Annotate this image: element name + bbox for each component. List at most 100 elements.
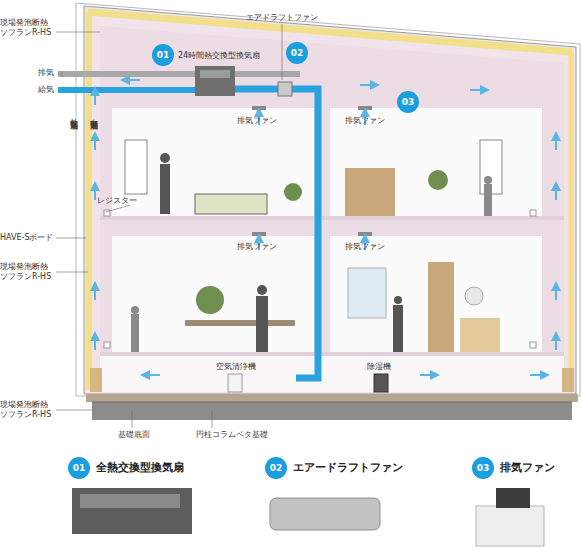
leader-line — [212, 410, 213, 428]
desk — [345, 168, 395, 216]
door — [125, 140, 147, 194]
air-purifier — [228, 374, 242, 392]
exhaust-fan — [358, 232, 372, 236]
exhaust-fan — [252, 232, 266, 236]
person — [394, 296, 402, 304]
register — [530, 210, 536, 216]
room — [112, 236, 314, 356]
part-label: エアドラフトファン — [246, 13, 318, 23]
product-name: 排気ファン — [500, 457, 555, 479]
floor-slab — [100, 352, 564, 356]
floor-slab — [100, 216, 564, 220]
leader-line — [282, 24, 283, 80]
airflow-arrow — [125, 79, 140, 81]
part-label: 24時間熱交換型換気扇 — [178, 51, 260, 61]
exhaust-duct — [234, 71, 300, 77]
callout-circle — [152, 44, 174, 66]
airflow-arrow — [420, 374, 435, 376]
airflow-arrow — [94, 286, 96, 300]
supply-duct — [58, 87, 196, 93]
plant — [428, 170, 448, 190]
person — [160, 164, 170, 214]
leader-line — [56, 410, 92, 411]
inner-ventilation-layer — [100, 26, 564, 392]
part-label: 現場発泡断熱 ソフランR-HS — [0, 400, 60, 420]
room — [330, 108, 542, 220]
supply-duct — [234, 89, 318, 378]
part-label: 排気ファン — [237, 116, 277, 126]
part-label: 現場発泡断熱 ソフランR-HS — [0, 18, 60, 38]
legend-callout: 01 全熱交換型換気扇 — [68, 457, 218, 479]
airflow-arrow — [555, 136, 557, 150]
plant — [196, 286, 224, 314]
register — [104, 342, 110, 348]
room — [112, 108, 314, 220]
person — [393, 305, 403, 352]
wall-insulation — [86, 12, 92, 390]
callout-number: 01 — [152, 44, 174, 66]
callout-number: 01 — [68, 457, 90, 479]
foundation-base — [92, 402, 572, 420]
crawl-space — [100, 356, 564, 392]
legend-callout: 03排気ファン — [472, 457, 572, 479]
product-heat-exchanger — [72, 488, 192, 534]
part-label: 円柱コラムベタ基礎 — [196, 430, 268, 440]
sill — [90, 368, 102, 392]
airflow-arrow — [555, 286, 557, 300]
part-label: 現場発泡断熱 ソフランR-HS — [0, 262, 60, 282]
airflow-arrow — [470, 89, 485, 91]
callout-circle — [265, 457, 287, 479]
airflow-arrow — [555, 186, 557, 200]
callout-circle — [68, 457, 90, 479]
heat-exchange-unit — [200, 70, 230, 78]
person — [131, 306, 139, 314]
part-label: 排気ファン — [345, 242, 385, 252]
dresser — [460, 318, 500, 352]
part-label: 排気ファン — [345, 116, 385, 126]
airflow-arrow — [360, 84, 375, 86]
room — [330, 236, 542, 356]
outer-ventilation-layer — [76, 3, 580, 396]
person — [131, 314, 139, 352]
register — [530, 342, 536, 348]
callout-number: 03 — [397, 91, 419, 113]
leader-line — [56, 272, 88, 273]
airflow-arrow — [94, 186, 96, 200]
wall-insulation — [569, 52, 574, 390]
part-label: 排気ファン — [237, 242, 277, 252]
product-air-draft-fan — [270, 498, 380, 530]
product-name: 全熱交換型換気扇 — [96, 457, 184, 479]
cabinet — [428, 262, 454, 352]
person — [484, 184, 492, 216]
callout-number: 01 — [152, 44, 174, 66]
dehumidifier — [374, 374, 388, 392]
flow-arrow — [60, 89, 70, 91]
sill — [562, 368, 574, 392]
person — [257, 285, 267, 295]
foundation-slab — [86, 394, 578, 402]
part-label: 外部通気層 — [68, 112, 78, 117]
callout-number: 03 — [397, 91, 419, 113]
airflow-arrows — [95, 80, 556, 375]
flow-arrow — [60, 73, 70, 75]
person — [160, 153, 170, 163]
bed — [195, 194, 267, 214]
window — [348, 268, 386, 318]
plant — [284, 183, 302, 201]
product-exhaust-fan — [476, 506, 544, 546]
exhaust-fan — [358, 106, 372, 110]
callout-circle — [397, 91, 419, 113]
leader-line — [56, 32, 100, 33]
exhaust-fan — [252, 106, 266, 110]
callout-number: 02 — [265, 457, 287, 479]
foundation-line — [92, 402, 572, 403]
exhaust-duct — [58, 71, 196, 77]
part-label: 内部通気層 — [88, 112, 98, 117]
person — [256, 296, 268, 352]
callout-circle — [286, 42, 308, 64]
house-wall — [84, 6, 576, 394]
leader-line — [56, 238, 86, 239]
airflow-arrow — [94, 136, 96, 150]
part-label: 除湿機 — [367, 362, 391, 372]
